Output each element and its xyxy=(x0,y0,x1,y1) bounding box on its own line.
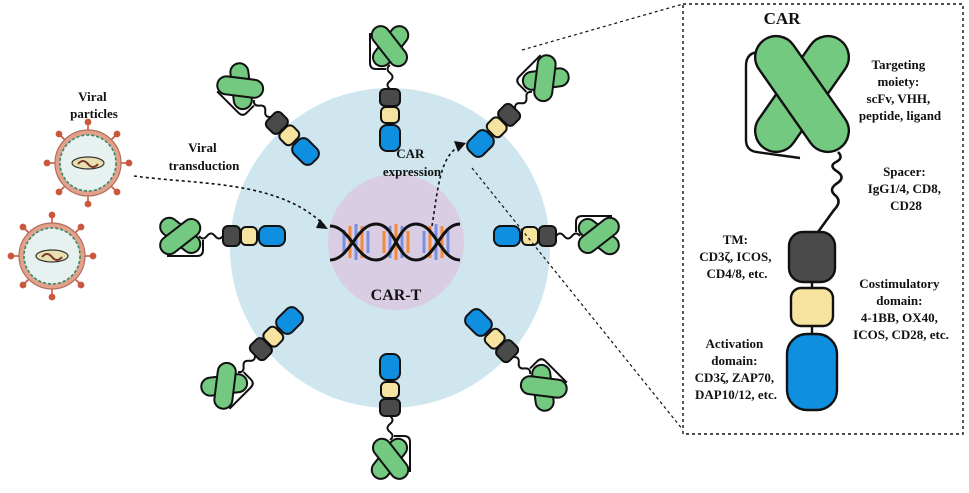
car-detail-panel: CAR Targeting moiety: scFv, VHH, peptide… xyxy=(682,3,964,435)
virus-particle-icon xyxy=(7,211,97,301)
detail-title: CAR xyxy=(764,9,802,28)
costimulatory-label: Costimulatory domain: 4-1BB, OX40, ICOS,… xyxy=(853,276,949,342)
spacer-label: Spacer: IgG1/4, CD8, CD28 xyxy=(868,164,945,213)
viral-particles xyxy=(7,118,133,301)
virus-particle-icon xyxy=(43,118,133,208)
tm-domain-icon xyxy=(787,230,837,284)
cell-label: CAR-T xyxy=(371,287,422,304)
zoom-lines xyxy=(471,3,684,431)
car-expression-label: CAR expression xyxy=(383,146,442,179)
activation-domain-icon xyxy=(785,332,839,412)
spacer-icon xyxy=(816,151,843,233)
targeting-moiety-icon xyxy=(744,34,851,160)
expression-arrow xyxy=(431,141,466,227)
dna-helix-icon xyxy=(329,222,461,262)
viral-transduction-label: Viral transduction xyxy=(169,140,241,173)
costimulatory-domain-icon xyxy=(789,286,835,328)
tm-label: TM: CD3ζ, ICOS, CD4/8, etc. xyxy=(699,232,774,281)
viral-particles-label: Viral particles xyxy=(70,89,118,121)
activation-label: Activation domain: CD3ζ, ZAP70, DAP10/12… xyxy=(695,336,778,402)
transduction-arrow xyxy=(133,175,328,229)
targeting-moiety-label: Targeting moiety: scFv, VHH, peptide, li… xyxy=(859,57,942,123)
car-receptor xyxy=(454,45,579,170)
